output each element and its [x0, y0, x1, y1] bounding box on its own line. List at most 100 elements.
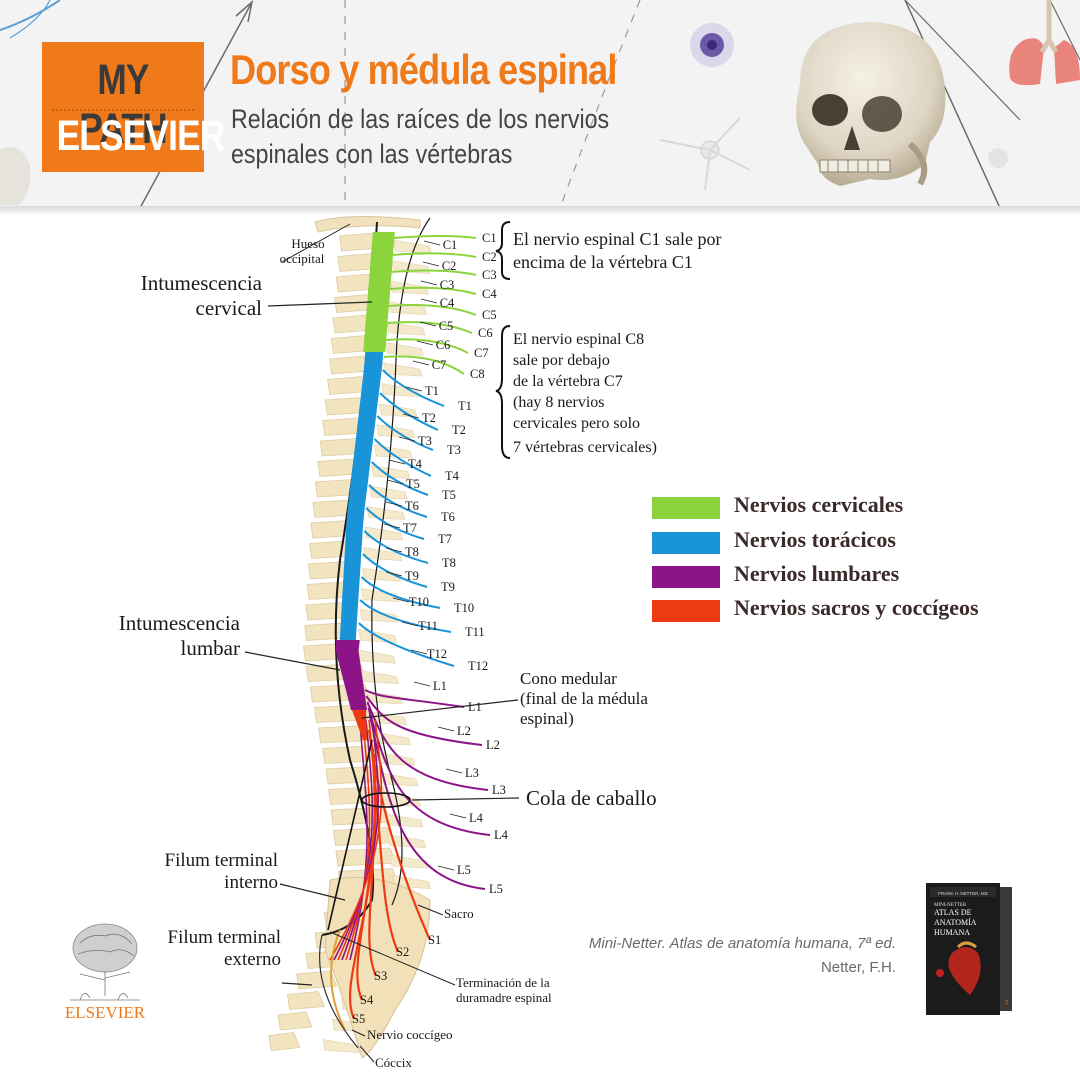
source-citation: Mini-Netter. Atlas de anatomía humana, 7…	[500, 932, 896, 980]
vertebra-leader-line	[420, 298, 438, 304]
note-c8-line1: El nervio espinal C8	[513, 331, 644, 348]
label-filum-ext-line2: externo	[224, 949, 281, 970]
vertebra-body	[287, 991, 325, 1010]
source-line1: Mini-Netter. Atlas de anatomía humana, 7…	[588, 935, 896, 952]
nerve-label-c5: C5	[482, 308, 497, 322]
cord-lumbar-segment	[335, 640, 367, 710]
vertebra-leader-line	[412, 360, 430, 366]
legend-swatch-cervical	[652, 497, 720, 519]
vertebra-process	[393, 239, 432, 254]
vertebra-leader-line	[437, 726, 455, 732]
vertebra-label-c4: C4	[440, 296, 455, 310]
nerve-t9	[362, 553, 428, 588]
nerve-c5	[387, 304, 477, 316]
cauda-equina-strand	[333, 719, 380, 961]
vertebra-body	[330, 806, 392, 826]
vertebra-label-t5: T5	[406, 477, 420, 491]
nerve-t5	[371, 461, 429, 496]
vertebra-process	[364, 526, 404, 541]
filum-terminale-externum	[319, 934, 359, 1049]
skull-illustration	[796, 22, 946, 186]
nerve-c2	[391, 252, 477, 258]
vertebra-process	[378, 403, 418, 418]
nerve-label-t7: T7	[438, 532, 452, 546]
logo-divider	[52, 109, 194, 111]
nerve-label-t6: T6	[441, 510, 455, 524]
vertebra-process	[387, 834, 426, 848]
nerve-label-c2: C2	[482, 250, 497, 264]
label-filum-ext-line1: Filum terminal	[168, 927, 281, 948]
vertebra-body	[277, 1011, 313, 1031]
nerve-l2	[365, 695, 483, 746]
vertebra-label-c1: C1	[443, 238, 458, 252]
label-nervio-coccigeo: Nervio coccígeo	[367, 1027, 453, 1042]
vertebra-label-t6: T6	[405, 499, 419, 513]
label-hueso-line2: occipital	[280, 251, 325, 266]
label-coccix: Cóccix	[375, 1055, 412, 1070]
vertebra-leader-line	[413, 681, 431, 687]
vertebra-label-t2: T2	[422, 411, 436, 425]
vertebra-body	[329, 355, 371, 375]
book-edition: 7	[1005, 1001, 1009, 1007]
note-c8-line4: (hay 8 nervios	[513, 394, 605, 411]
vertebra-process	[357, 649, 396, 664]
vertebra-process	[322, 1039, 362, 1053]
vertebra-label-t4: T4	[408, 457, 423, 471]
nerve-label-t2: T2	[452, 423, 466, 437]
source-line2: Netter, F.H.	[820, 959, 896, 976]
vertebra-leader-line	[422, 261, 440, 267]
page-subtitle: Relación de las raíces de los nervios es…	[231, 104, 610, 169]
label-terminacion-line1: Terminación de la	[456, 975, 550, 990]
book-series: MINI-NETTER	[934, 903, 967, 908]
nerve-label-s4: S4	[360, 993, 374, 1007]
nerve-c4	[389, 286, 477, 295]
nerve-label-t11: T11	[465, 625, 485, 639]
vertebra-leader-line	[410, 649, 428, 655]
vertebra-leader-line	[383, 523, 401, 529]
legend-swatch-sacral	[652, 600, 720, 622]
nerve-label-s3: S3	[374, 969, 387, 983]
vertebra-process	[388, 301, 428, 315]
vertebra-label-t11: T11	[418, 619, 438, 633]
nerve-t10	[360, 576, 441, 609]
label-int-lumbar-line1: Intumescencia	[119, 611, 241, 635]
legend-label-sacral: Nervios sacros y coccígeos	[734, 595, 979, 620]
dura-mater-outline-right	[371, 217, 431, 906]
cord-cervical-segment	[363, 232, 395, 352]
decorative-background-art	[0, 0, 1080, 208]
nerve-t2	[379, 392, 439, 431]
vertebra-process	[373, 444, 413, 459]
cauda-equina-strand	[345, 719, 371, 961]
cauda-equina-strand	[341, 719, 374, 961]
nerve-t6	[368, 484, 428, 518]
vertebra-process	[384, 342, 424, 356]
vertebra-leader-line	[392, 597, 410, 603]
spinal-cord	[335, 232, 395, 740]
leader-lines	[244, 221, 520, 1063]
nerve-label-s1: S1	[428, 933, 441, 947]
vertebra-process	[386, 321, 426, 336]
label-filum-int-line2: interno	[224, 872, 278, 893]
vertebra-label-c2: C2	[442, 259, 457, 273]
vertebra-label-l3: L3	[465, 766, 479, 780]
vertebra-process	[359, 608, 399, 623]
vertebra-label-t7: T7	[403, 521, 417, 535]
nerve-label-t4: T4	[445, 469, 460, 483]
nerve-t12	[358, 622, 455, 667]
label-hueso-line1: Hueso	[291, 236, 324, 251]
vertebra-label-t12: T12	[427, 647, 447, 661]
vertebra-leader-line	[385, 501, 403, 507]
vertebra-label-c3: C3	[440, 278, 455, 292]
cord-thoracic-segment	[339, 352, 384, 640]
vertebra-label-t1: T1	[425, 384, 439, 398]
label-int-cervical-line2: cervical	[196, 296, 263, 320]
logo-line1: MY PATH	[79, 56, 167, 153]
note-c1-line1: El nervio espinal C1 sale por	[513, 229, 721, 249]
vertebra-label-l4: L4	[469, 811, 484, 825]
header-banner: MY PATH ELSEVIER Dorso y médula espinal …	[0, 0, 1080, 208]
label-int-cervical-line1: Intumescencia	[141, 271, 263, 295]
legend-label-thoracic: Nervios torácicos	[734, 527, 896, 552]
note-c8-line2: sale por debajo	[513, 352, 610, 369]
vertebra-leader-line	[385, 571, 403, 577]
vertebra-leader-line	[419, 321, 437, 327]
